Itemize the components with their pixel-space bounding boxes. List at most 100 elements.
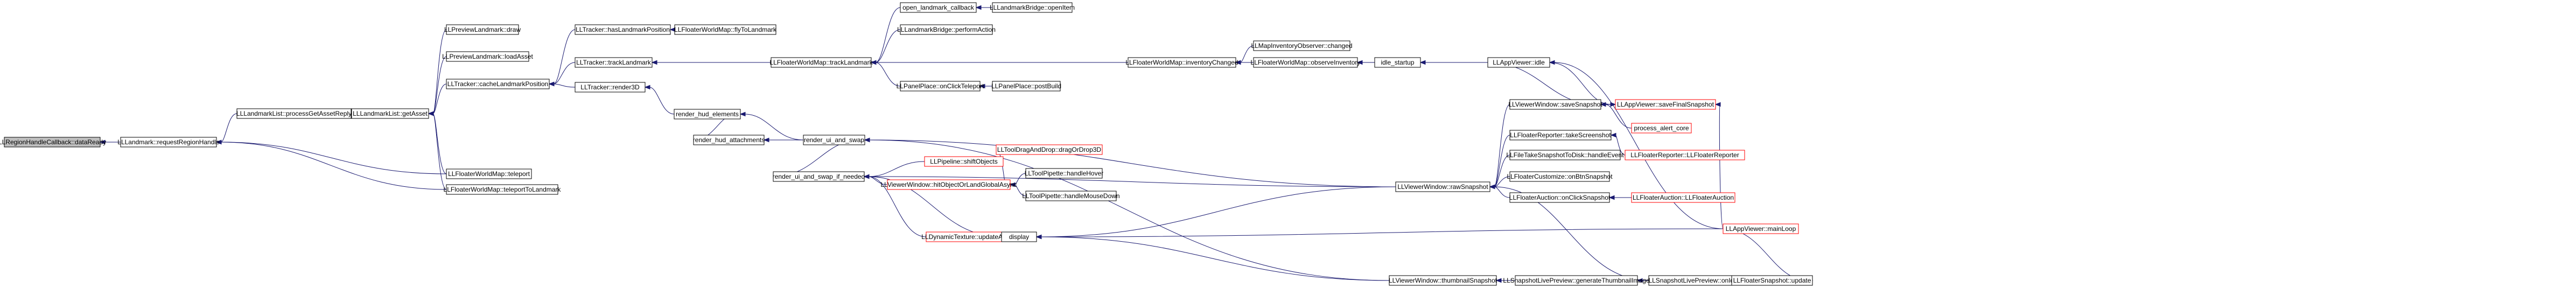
graph-node[interactable]: LLSnapshotLivePreview::onIdle xyxy=(1648,275,1739,286)
graph-edge xyxy=(863,174,1396,187)
node-box xyxy=(887,179,1011,190)
graph-edge xyxy=(1356,60,1375,65)
graph-node[interactable]: LLTracker::cacheLandmarkPosition xyxy=(446,79,550,89)
graph-node[interactable]: LLSnapshotLivePreview::generateThumbnail… xyxy=(1503,275,1650,286)
graph-node[interactable]: LLPanelPlace::onClickTeleport xyxy=(897,81,984,92)
node-label: LLLandmarkList::processGetAssetReply xyxy=(236,110,352,117)
graph-node[interactable]: LLFloaterWorldMap::observeInventory xyxy=(1251,57,1361,68)
graph-node[interactable]: LLLandmarkBridge::performAction xyxy=(897,24,996,35)
graph-node[interactable]: LLTracker::hasLandmarkPosition xyxy=(575,24,671,35)
edge-line xyxy=(1494,186,1510,198)
node-label: LLFloaterWorldMap::observeInventory xyxy=(1251,59,1361,66)
graph-node[interactable]: LLPreviewLandmark::loadAsset xyxy=(442,51,534,62)
graph-node[interactable]: idle_startup xyxy=(1374,57,1421,68)
graph-node[interactable]: LLLandmarkBridge::openItem xyxy=(990,2,1075,13)
node-box xyxy=(1509,192,1610,203)
node-box xyxy=(1128,57,1236,68)
graph-edge xyxy=(1608,195,1632,200)
edge-line xyxy=(868,176,1396,187)
edge-line xyxy=(1487,62,1597,105)
edge-line xyxy=(869,139,1390,281)
node-label: LLViewerWindow::hitObjectOrLandGlobalAsy… xyxy=(880,181,1017,188)
node-label: LLAppViewer::mainLoop xyxy=(1726,225,1796,233)
graph-node[interactable]: LLMapInventoryObserver::changed xyxy=(1251,40,1353,51)
graph-node[interactable]: LLFloaterReporter::takeScreenshot xyxy=(1509,130,1612,141)
graph-node[interactable]: render_hud_attachments xyxy=(693,135,765,145)
edge-line xyxy=(868,161,925,177)
edge-arrowhead xyxy=(864,137,870,143)
edge-line xyxy=(875,62,901,87)
graph-node[interactable]: LLAppViewer::idle xyxy=(1487,57,1550,68)
graph-node[interactable]: LLLandmark::requestRegionHandle xyxy=(117,137,220,148)
edge-line xyxy=(432,83,447,114)
graph-node[interactable]: display xyxy=(1001,231,1037,242)
edge-line xyxy=(773,139,861,177)
graph-node[interactable]: LLFloaterWorldMap::teleport xyxy=(446,168,532,179)
graph-node[interactable]: LLFloaterWorldMap::trackLandmark xyxy=(769,57,873,68)
node-label: LLFloaterCustomize::onBtnSnapshot xyxy=(1507,173,1613,180)
node-label: LLTracker::hasLandmarkPosition xyxy=(576,26,670,33)
graph-node[interactable]: LLViewerWindow::thumbnailSnapshot xyxy=(1389,275,1497,286)
graph-edge xyxy=(864,137,1390,281)
node-label: LLFloaterAuction::LLFloaterAuction xyxy=(1633,194,1734,201)
node-box xyxy=(120,137,217,148)
graph-edge xyxy=(1495,278,1516,283)
node-box xyxy=(1025,191,1117,201)
graph-node[interactable]: LLPanelPlace::postBuild xyxy=(991,81,1061,92)
graph-node[interactable]: LLFileTakeSnapshotToDisk::handleEvent xyxy=(1506,150,1624,160)
edge-line xyxy=(875,7,901,63)
graph-node[interactable]: LLPreviewLandmark::draw xyxy=(444,24,521,35)
graph-node[interactable]: open_landmark_callback xyxy=(900,2,977,13)
graph-edge xyxy=(1723,228,1814,283)
graph-edge xyxy=(548,81,576,88)
graph-node[interactable]: LLFloaterWorldMap::flyToLandmark xyxy=(674,24,777,35)
edge-line xyxy=(649,87,675,115)
graph-node[interactable]: LLFloaterAuction::onClickSnapshot xyxy=(1509,192,1611,203)
node-label: LLFloaterWorldMap::inventoryChanged xyxy=(1125,59,1238,66)
graph-node[interactable]: LLTracker::trackLandmark xyxy=(575,57,653,68)
graph-node[interactable]: LLFloaterAuction::LLFloaterAuction xyxy=(1631,192,1735,203)
graph-node[interactable]: LLLandmarkList::processGetAssetReply xyxy=(236,108,352,119)
graph-node[interactable]: LLLandmarkList::getAsset xyxy=(351,108,429,119)
graph-node[interactable]: LLTracker::render3D xyxy=(575,82,646,93)
graph-node[interactable]: LLViewerWindow::rawSnapshot xyxy=(1395,181,1490,192)
graph-node[interactable]: LLAppViewer::mainLoop xyxy=(1723,223,1799,234)
graph-node[interactable]: LLRegionHandleCallback::dataReady xyxy=(0,137,106,148)
edge-arrowhead xyxy=(548,81,555,87)
graph-node[interactable]: LLViewerWindow::hitObjectOrLandGlobalAsy… xyxy=(880,179,1017,190)
graph-edge xyxy=(1419,60,1488,65)
edge-arrowhead xyxy=(975,5,982,10)
graph-node[interactable]: LLFloaterSnapshot::update xyxy=(1731,275,1813,286)
graph-node[interactable]: render_hud_elements xyxy=(674,109,741,120)
graph-node[interactable]: LLFloaterWorldMap::teleportToLandmark xyxy=(444,184,562,195)
graph-node[interactable]: LLFloaterCustomize::onBtnSnapshot xyxy=(1507,171,1613,182)
edge-arrowhead xyxy=(739,111,746,117)
edge-arrowhead xyxy=(870,60,877,65)
node-box xyxy=(996,144,1103,155)
node-box xyxy=(900,81,981,92)
node-box xyxy=(1395,181,1490,192)
node-label: LLAppViewer::idle xyxy=(1493,59,1545,66)
graph-node[interactable]: LLFloaterWorldMap::inventoryChanged xyxy=(1125,57,1238,68)
graph-node[interactable]: LLAppViewer::saveFinalSnapshot xyxy=(1615,99,1716,110)
graph-node[interactable]: LLPipeline::shiftObjects xyxy=(924,156,1004,167)
edge-arrowhead xyxy=(644,85,650,90)
node-box xyxy=(1509,171,1610,182)
edge-line xyxy=(432,56,447,114)
graph-node[interactable]: render_ui_and_swap_if_needed xyxy=(773,171,865,182)
edge-line xyxy=(875,29,901,63)
graph-node[interactable]: LLViewerWindow::saveSnapshot xyxy=(1508,99,1602,110)
graph-node[interactable]: process_alert_core xyxy=(1631,123,1692,134)
graph-node[interactable]: LLToolPipette::handleMouseDown xyxy=(1022,191,1120,201)
graph-edge xyxy=(739,111,804,141)
node-box xyxy=(1631,123,1692,134)
graph-node[interactable]: render_ui_and_swap xyxy=(803,135,865,145)
edge-arrowhead xyxy=(1610,102,1616,107)
edge-arrowhead xyxy=(1035,234,1042,240)
graph-node[interactable]: LLToolDragAndDrop::dragOrDrop3D xyxy=(996,144,1103,155)
graph-node[interactable]: LLFloaterReporter::LLFloaterReporter xyxy=(1625,150,1745,160)
graph-edge xyxy=(1714,102,1724,229)
node-label: LLLandmarkBridge::openItem xyxy=(990,4,1075,11)
graph-node[interactable]: LLToolPipette::handleHover xyxy=(1025,168,1104,179)
node-label: LLToolDragAndDrop::dragOrDrop3D xyxy=(997,146,1102,153)
